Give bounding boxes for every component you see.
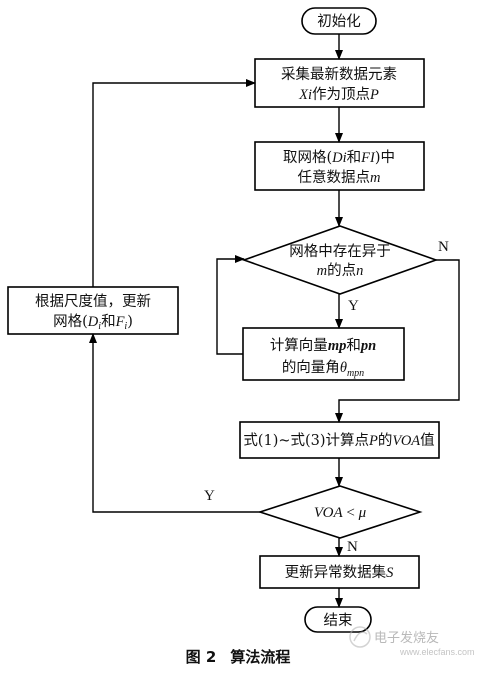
vector-label-line1: 计算向量mp和pn bbox=[270, 337, 376, 354]
vector-angle-process-box bbox=[242, 327, 405, 381]
watermark-text: 电子发烧友 bbox=[374, 630, 439, 646]
update-grid-label-line2: 网格(Di和Fi) bbox=[53, 313, 133, 332]
update-grid-label-line1: 根据尺度值，更新 bbox=[35, 293, 151, 310]
vector-label-line2: 的向量角θmpn bbox=[282, 359, 364, 379]
decision1-label-line1: 网格中存在异于 bbox=[289, 243, 391, 260]
update-anomaly-process-box bbox=[259, 555, 420, 589]
update-grid-process-box bbox=[7, 286, 179, 335]
collect-label-line1: 采集最新数据元素 bbox=[281, 66, 397, 83]
decision2-no-label: N bbox=[347, 539, 358, 555]
watermark-logo-icon bbox=[349, 626, 371, 648]
decision2-label: VOA < μ bbox=[314, 505, 367, 521]
arrow-decision-no-to-formula bbox=[335, 259, 460, 423]
end-label: 结束 bbox=[324, 612, 353, 629]
decision2-yes-label: Y bbox=[204, 488, 215, 504]
update-anomaly-label: 更新异常数据集S bbox=[285, 564, 395, 581]
start-label: 初始化 bbox=[317, 13, 361, 30]
collect-label-line2: Xi作为顶点P bbox=[298, 86, 379, 103]
arrow-threshold-yes-to-left bbox=[89, 333, 260, 513]
decision1-no-label: N bbox=[438, 239, 449, 255]
exists-point-decision bbox=[241, 225, 439, 295]
grid-label-line2: 任意数据点m bbox=[298, 168, 381, 186]
arrow-vector-loop-back bbox=[216, 255, 245, 355]
formula-label: 式(1)~式(3)计算点P的VOA值 bbox=[243, 432, 434, 449]
decision1-label-line2: m的点n bbox=[317, 262, 364, 279]
voa-threshold-decision bbox=[257, 485, 423, 539]
arrow-left-back-to-collect bbox=[92, 79, 256, 287]
collect-process-box bbox=[254, 58, 425, 108]
grid-label-line1: 取网格(Di和FI)中 bbox=[283, 149, 395, 166]
watermark-url: www.elecfans.com bbox=[399, 647, 475, 657]
decision1-yes-label: Y bbox=[348, 298, 359, 314]
